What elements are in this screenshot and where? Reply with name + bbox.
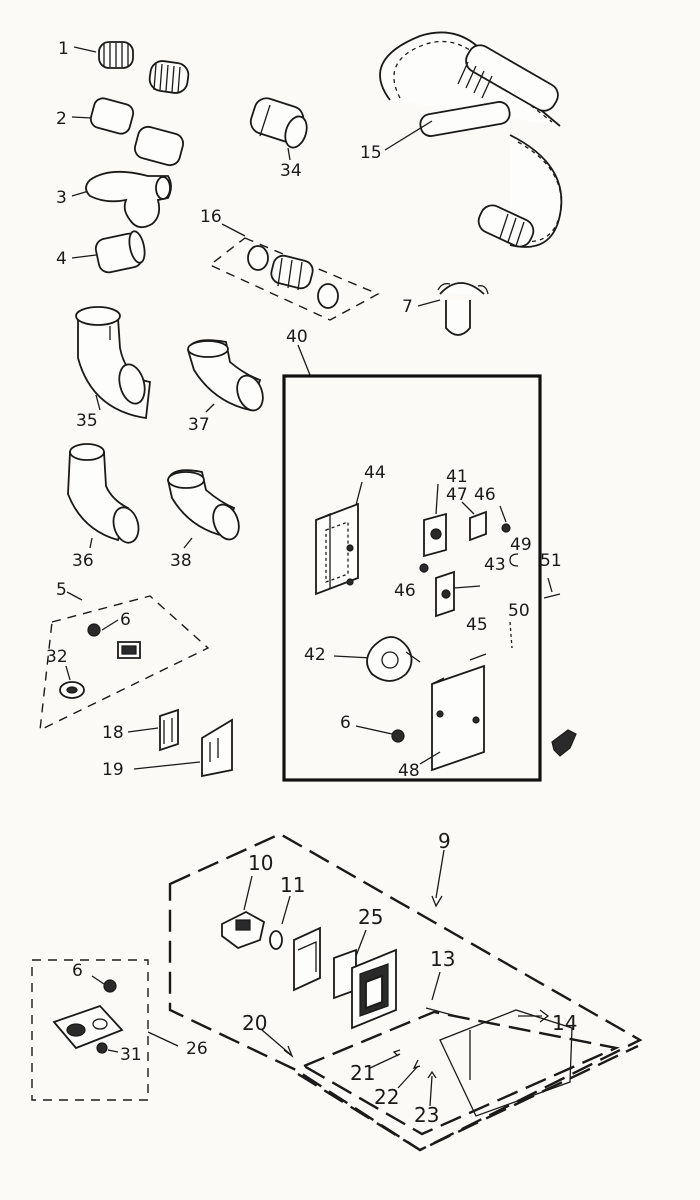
leader-20 <box>261 1029 291 1055</box>
callout-46-top: 46 <box>474 485 496 505</box>
callout-21: 21 <box>350 1061 375 1085</box>
callout-6-box40: 6 <box>340 713 351 733</box>
callout-2: 2 <box>56 109 67 129</box>
callout-9: 9 <box>438 829 451 853</box>
callout-36: 36 <box>72 551 94 571</box>
callout-16: 16 <box>200 207 222 227</box>
callout-32: 32 <box>46 647 68 667</box>
leader-40 <box>297 344 311 376</box>
callout-10: 10 <box>248 851 273 875</box>
callout-31: 31 <box>120 1045 142 1065</box>
screw-6 <box>87 623 101 637</box>
part-7-vent-cap <box>417 282 489 336</box>
callout-14: 14 <box>552 1011 577 1035</box>
part-44-bracket <box>315 481 363 596</box>
grommet-32 <box>59 681 85 699</box>
callout-19: 19 <box>102 760 124 780</box>
part-11-washer <box>269 895 291 950</box>
scribble-mark <box>551 729 577 757</box>
callout-44: 44 <box>364 463 386 483</box>
callout-6-kit26: 6 <box>72 961 83 981</box>
hose-upper-end <box>457 44 559 112</box>
callout-49: 49 <box>510 535 532 555</box>
callout-20: 20 <box>242 1011 267 1035</box>
callout-6-kit5: 6 <box>120 610 131 630</box>
part-49-clip <box>509 553 519 567</box>
callout-18: 18 <box>102 723 124 743</box>
part-51-screw <box>543 577 561 599</box>
part-43-sensor <box>435 570 481 618</box>
part-34-connector <box>249 97 308 161</box>
part-48-cover <box>419 653 487 772</box>
part-35-elbow <box>75 306 151 420</box>
part-16-kit-package <box>208 223 380 321</box>
part-13-rod <box>425 971 457 1017</box>
part-1-springs <box>73 41 190 94</box>
callout-3: 3 <box>56 188 67 208</box>
part-15-flex-hose <box>379 31 563 248</box>
part-10-gas-valve <box>221 875 266 950</box>
part-41-block <box>423 483 447 558</box>
callout-11: 11 <box>280 873 305 897</box>
part-50-pin <box>509 621 513 649</box>
part-47-tab <box>461 501 487 542</box>
callout-35: 35 <box>76 411 98 431</box>
gasket <box>52 1004 124 1050</box>
callout-5: 5 <box>56 580 67 600</box>
callout-13: 13 <box>430 947 455 971</box>
screw-6 <box>91 975 117 993</box>
callout-50: 50 <box>508 601 530 621</box>
part-2-sleeves <box>71 97 185 167</box>
part-26-kit <box>31 959 179 1101</box>
callout-34: 34 <box>280 161 302 181</box>
part-38-elbow <box>167 469 240 549</box>
part-6-screw <box>355 725 405 743</box>
callout-1: 1 <box>58 39 69 59</box>
part-4-coupling <box>71 230 146 274</box>
callout-22: 22 <box>374 1085 399 1109</box>
callout-40: 40 <box>286 327 308 347</box>
callout-15: 15 <box>360 143 382 163</box>
callout-46-mid: 46 <box>394 581 416 601</box>
part-40-assembly-box <box>282 374 542 782</box>
callout-38: 38 <box>170 551 192 571</box>
hose-middle-pipe <box>419 101 511 137</box>
spring-right <box>148 60 190 94</box>
part-9-kit <box>168 832 643 1152</box>
hose-lower-end <box>477 204 535 248</box>
screw-31 <box>96 1042 119 1054</box>
callout-47: 47 <box>446 485 468 505</box>
callout-45: 45 <box>466 615 488 635</box>
part-18-bracket <box>127 708 179 752</box>
callout-26: 26 <box>186 1039 208 1059</box>
part-21-22-23-leaders <box>369 1049 437 1107</box>
part-5-kit <box>39 591 210 732</box>
part-37-elbow <box>187 339 264 413</box>
callout-4: 4 <box>56 249 67 269</box>
part-19-plate <box>133 718 233 778</box>
callout-labels: 1 2 3 4 5 6 32 18 19 34 15 16 7 40 35 37… <box>46 39 577 1127</box>
part-46a-screw <box>499 505 511 533</box>
bracket <box>117 641 141 659</box>
spring-left <box>98 41 134 69</box>
part-42-valve <box>333 636 421 682</box>
callout-51: 51 <box>540 551 562 571</box>
part-46b-screw <box>419 563 429 573</box>
part-36-elbow <box>67 443 140 549</box>
part-25-controller <box>293 926 397 1030</box>
callout-41: 41 <box>446 467 468 487</box>
callout-37: 37 <box>188 415 210 435</box>
part-3-y-fitting <box>71 170 172 229</box>
callout-43: 43 <box>484 555 506 575</box>
callout-23: 23 <box>414 1103 439 1127</box>
callout-7: 7 <box>402 297 413 317</box>
callout-25: 25 <box>358 905 383 929</box>
part-14-panel <box>439 1009 573 1117</box>
callout-48: 48 <box>398 761 420 781</box>
callout-42: 42 <box>304 645 326 665</box>
